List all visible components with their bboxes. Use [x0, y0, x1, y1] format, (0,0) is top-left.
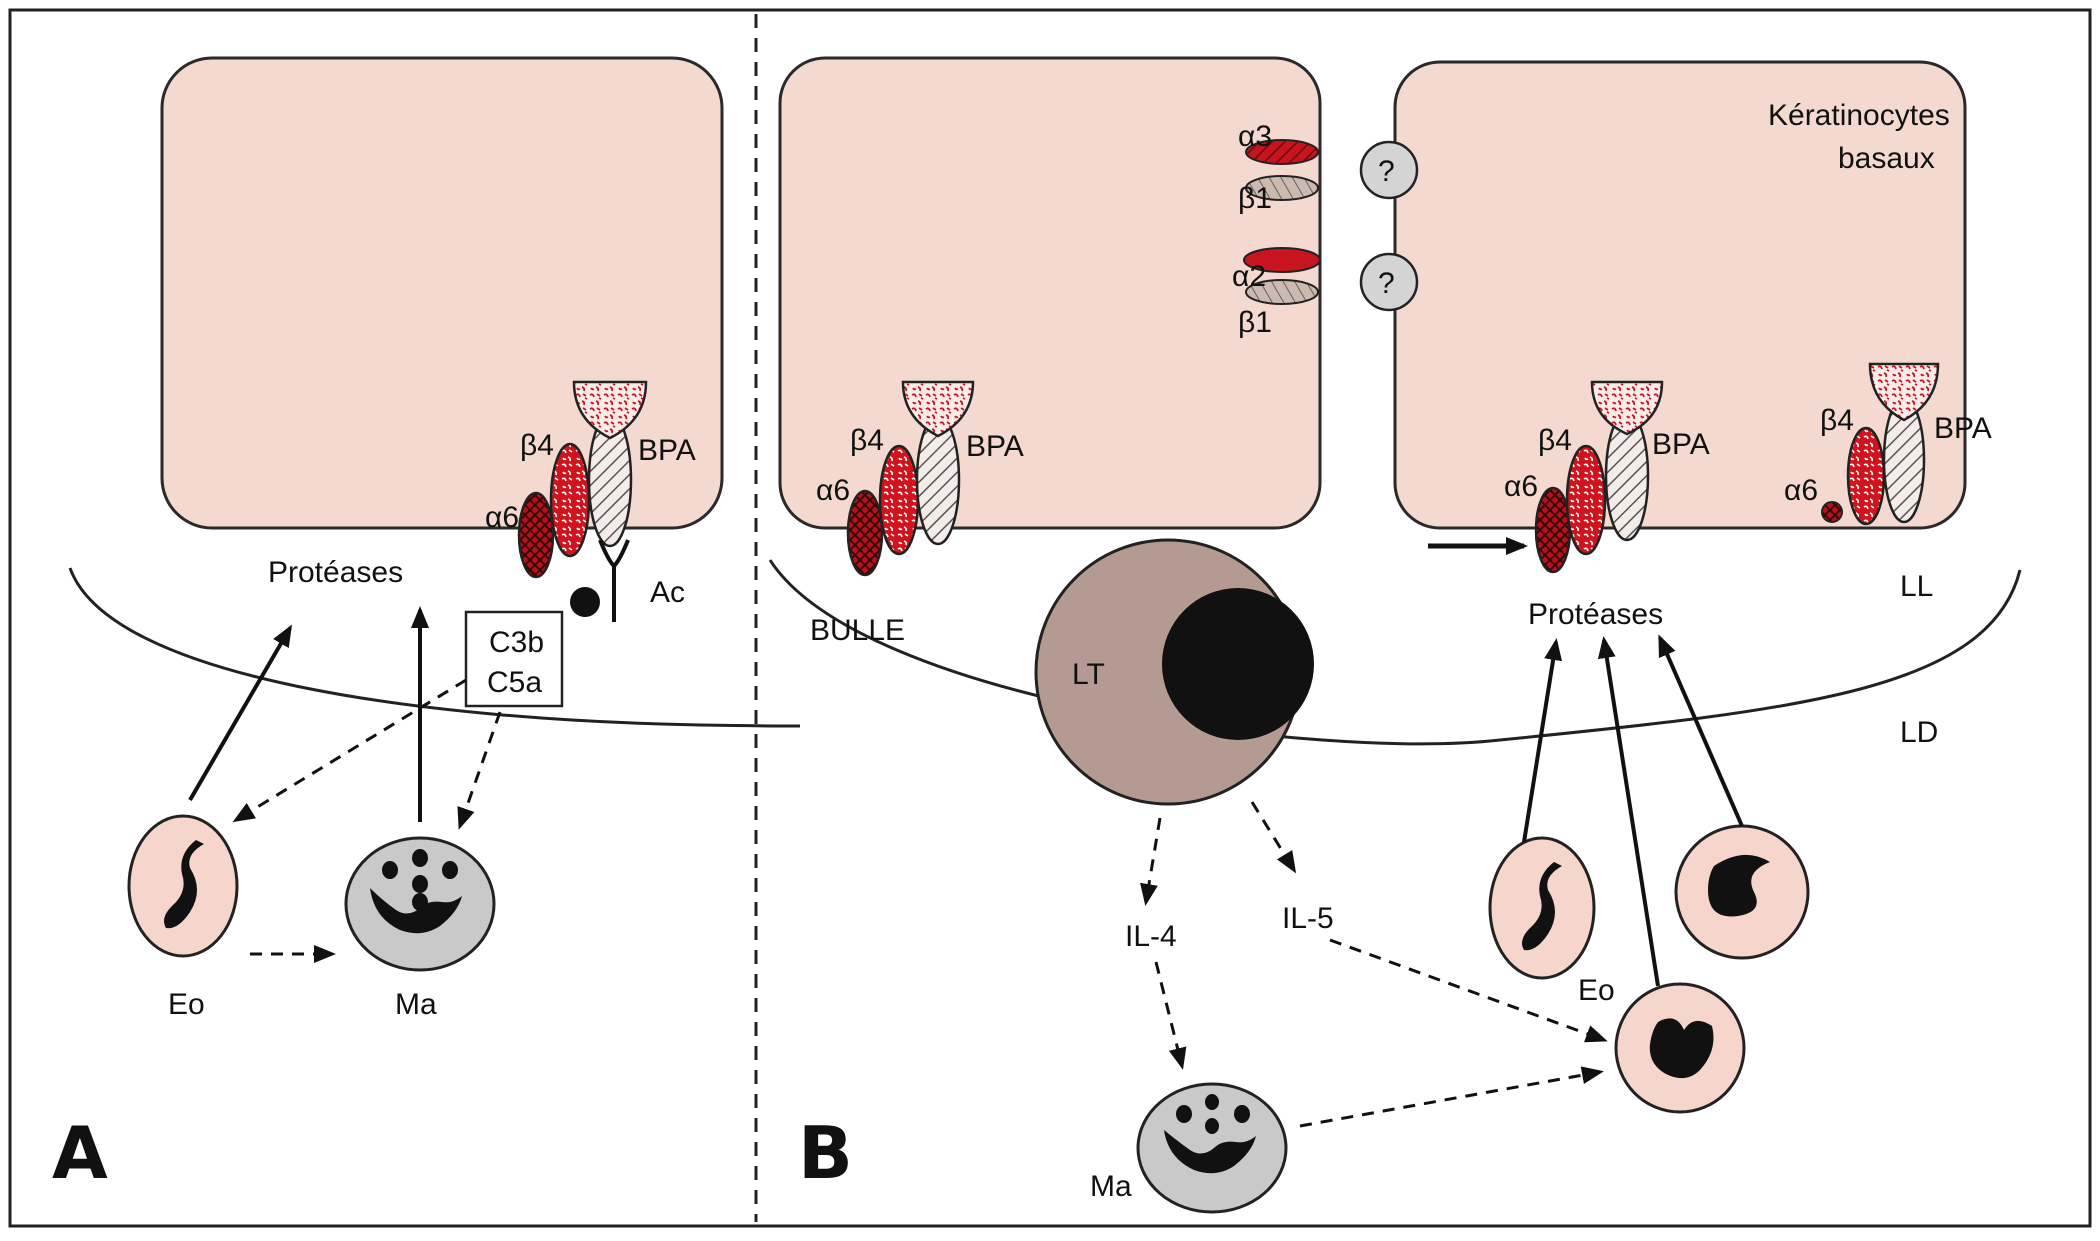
- hemidesmosome-plaque-b-right: [1868, 362, 1940, 422]
- ma-label-a: Ma: [395, 988, 437, 1021]
- panel-a-letter: A: [52, 1111, 108, 1195]
- beta1-integrin-a: [1245, 175, 1319, 201]
- keratinocytes-label-2: basaux: [1838, 142, 1935, 175]
- alpha6-integrin-b-left: [846, 489, 884, 577]
- alpha6-integrin-b-mid: [1534, 486, 1572, 574]
- hemidesmosome-plaque-b-left: [901, 380, 975, 438]
- alpha2-label: α2: [1232, 260, 1266, 293]
- proteases-label-a: Protéases: [268, 556, 403, 589]
- lamina-densa-line: [68, 567, 801, 728]
- eosinophil-b-3-nucleus: [1649, 1018, 1714, 1079]
- beta4-label-b-right: β4: [1820, 404, 1854, 437]
- beta4-integrin: [549, 442, 591, 558]
- alpha6-label-b-left: α6: [816, 474, 850, 507]
- eo3-to-proteases-arrow: [1597, 636, 1660, 987]
- eosinophil-cell: [127, 814, 239, 958]
- eosinophil-b-1-nucleus: [1522, 862, 1562, 951]
- complement-to-eo-arrow: [232, 678, 467, 823]
- ll-label: LL: [1900, 570, 1933, 603]
- il4-label: IL-4: [1125, 920, 1177, 953]
- eosinophil-b-2-nucleus: [1708, 854, 1770, 917]
- antibody-icon: [598, 539, 630, 622]
- ac-label: Ac: [650, 576, 685, 609]
- beta1-label-a: β1: [1238, 182, 1272, 215]
- alpha2-integrin: [1243, 247, 1321, 273]
- ld-label: LD: [1900, 716, 1938, 749]
- panel-a: α6 β4 BPA Ac Protéases C3b C5a Eo: [52, 56, 801, 1195]
- bpa-label: BPA: [638, 434, 696, 467]
- bulle-label: BULLE: [810, 614, 905, 647]
- beta4-label: β4: [520, 429, 554, 462]
- unknown-ligand-b: [1359, 252, 1419, 312]
- t-lymphocyte-nucleus: [1162, 588, 1314, 740]
- bpa-label-b-mid: BPA: [1652, 428, 1710, 461]
- alpha6-label-b-right: α6: [1784, 474, 1818, 507]
- beta1-integrin-b: [1245, 279, 1319, 305]
- beta4-label-b-left: β4: [850, 424, 884, 457]
- keratinocytes-label: Kératinocytes: [1768, 99, 1950, 132]
- ma-label-b: Ma: [1090, 1170, 1132, 1203]
- question-a: ?: [1378, 155, 1395, 188]
- mast-cell-granules: [370, 849, 462, 934]
- il5-label: IL-5: [1282, 902, 1334, 935]
- lt-to-il4-arrow: [1140, 817, 1162, 906]
- lt-label: LT: [1072, 658, 1105, 691]
- beta4-label-b-mid: β4: [1538, 424, 1572, 457]
- proteases-label-b: Protéases: [1528, 598, 1663, 631]
- beta4-integrin-b-mid: [1565, 444, 1607, 556]
- il4-to-ma-arrow: [1154, 961, 1187, 1070]
- eo-to-proteases-arrow: [188, 624, 293, 802]
- bpa-label-b-right: BPA: [1934, 412, 1992, 445]
- alpha3-label: α3: [1238, 120, 1272, 153]
- complement-box: [464, 610, 564, 708]
- eo2-to-proteases-arrow: [1658, 634, 1744, 827]
- bpa-label-b-left: BPA: [966, 430, 1024, 463]
- il5-to-eo-arrow: [1329, 938, 1608, 1043]
- alpha6-label-b-mid: α6: [1504, 470, 1538, 503]
- mast-cell-b-granules: [1164, 1094, 1256, 1174]
- hemidesmosome-plaque-b-mid: [1590, 380, 1664, 436]
- panel-b: Kératinocytes basaux LL LD ? α3 β1 ? α2 …: [768, 56, 2022, 1214]
- alpha6-integrin: [517, 491, 555, 579]
- question-b: ?: [1378, 267, 1395, 300]
- beta4-integrin-b-right: [1846, 426, 1886, 526]
- eosinophil-nucleus: [164, 840, 204, 929]
- ma-to-eo-arrow: [1299, 1066, 1604, 1128]
- c3b-label: C3b: [489, 626, 544, 659]
- lamina-curve: [768, 559, 2022, 746]
- c5a-label: C5a: [487, 666, 542, 699]
- alpha3-integrin: [1245, 139, 1319, 165]
- alpha6-label: α6: [485, 501, 519, 534]
- eo-label-b: Eo: [1578, 974, 1615, 1007]
- eo-label-a: Eo: [168, 988, 205, 1021]
- beta4-integrin-b-left: [878, 444, 920, 556]
- complement-dot: [570, 587, 600, 617]
- hemidesmosome-plaque: [572, 380, 648, 440]
- lt-to-il5-arrow: [1250, 801, 1297, 874]
- eo1-to-proteases-arrow: [1522, 638, 1563, 843]
- alpha6-fragment: [1821, 501, 1843, 523]
- unknown-ligand-a: [1359, 140, 1419, 200]
- beta1-label-b: β1: [1238, 306, 1272, 339]
- panel-b-letter: B: [798, 1111, 853, 1195]
